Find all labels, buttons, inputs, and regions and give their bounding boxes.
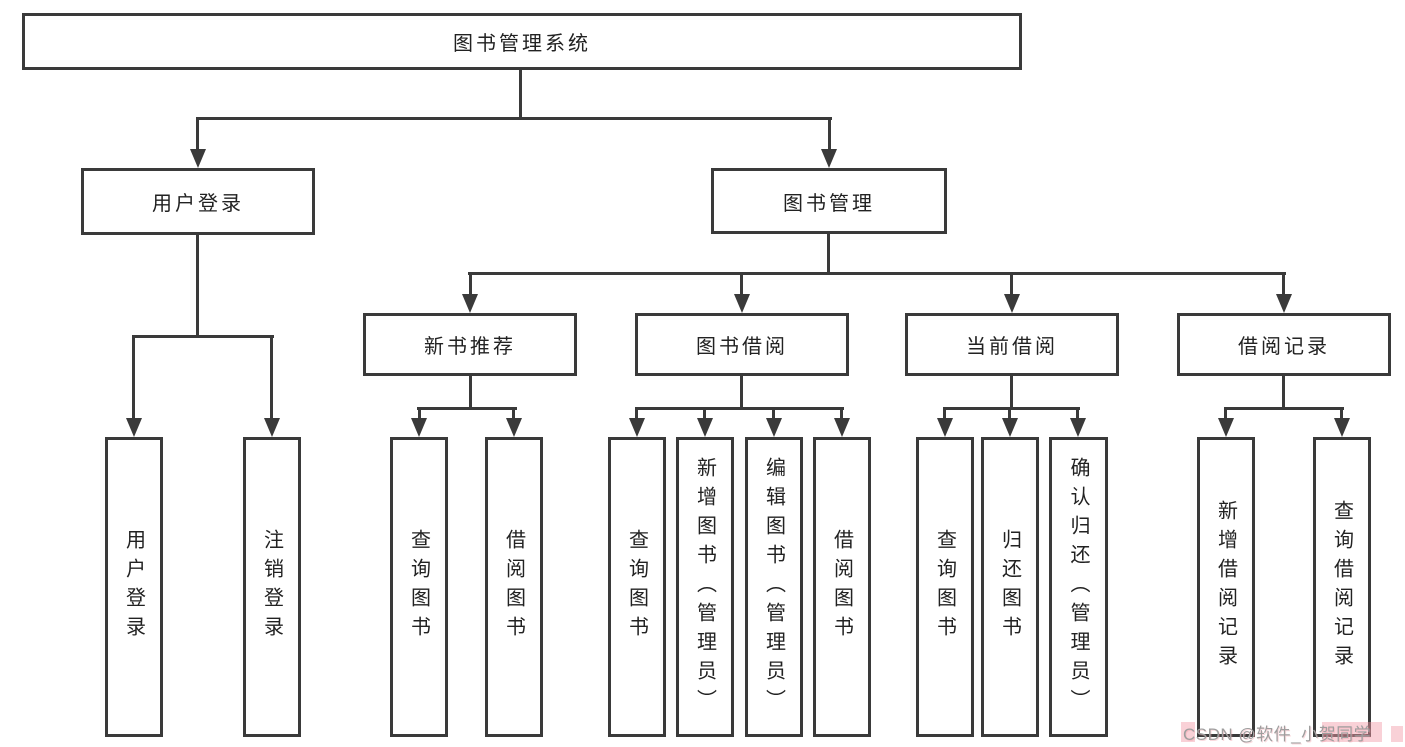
- watermark-accent: [1391, 726, 1403, 742]
- connector-bookborrow-drop1: [635, 407, 638, 421]
- arrow-down-icon: [697, 418, 713, 437]
- connector-userlogin-drop2: [270, 335, 273, 421]
- watermark-text: CSDN @软件_小贺同学: [1183, 725, 1372, 744]
- connector-userlogin-stem: [196, 234, 199, 338]
- connector-currentborrow-rail: [943, 407, 1080, 410]
- node-user-login: 用户登录: [81, 168, 315, 235]
- connector-bookmgmt-drop2: [740, 272, 743, 297]
- arrow-down-icon: [126, 418, 142, 437]
- leaf-query-book-current-label: 查询图书: [933, 529, 956, 645]
- node-root-label: 图书管理系统: [453, 33, 591, 55]
- node-current-borrow: 当前借阅: [905, 313, 1119, 376]
- arrow-down-icon: [629, 418, 645, 437]
- arrow-down-icon: [1002, 418, 1018, 437]
- node-borrow-record: 借阅记录: [1177, 313, 1391, 376]
- node-current-borrow-label: 当前借阅: [966, 336, 1058, 358]
- leaf-query-book-current: 查询图书: [916, 437, 974, 737]
- connector-bookborrow-rail: [635, 407, 844, 410]
- arrow-down-icon: [1004, 294, 1020, 313]
- leaf-borrow-book-rec: 借阅图书: [485, 437, 543, 737]
- connector-newbook-rail: [417, 407, 517, 410]
- node-book-borrow: 图书借阅: [635, 313, 849, 376]
- leaf-add-borrow-record: 新增借阅记录: [1197, 437, 1255, 737]
- leaf-add-book: 新增图书（管理员）: [676, 437, 734, 737]
- connector-borrowrecord-rail: [1224, 407, 1344, 410]
- connector-bookborrow-drop3: [772, 407, 775, 421]
- leaf-borrow-book: 借阅图书: [813, 437, 871, 737]
- connector-currentborrow-drop3: [1076, 407, 1079, 421]
- connector-newbook-stem: [469, 376, 472, 410]
- node-root: 图书管理系统: [22, 13, 1022, 70]
- connector-currentborrow-stem: [1010, 376, 1013, 410]
- connector-bookmgmt-rail: [468, 272, 1286, 275]
- connector-currentborrow-drop2: [1008, 407, 1011, 421]
- leaf-query-book-borrow: 查询图书: [608, 437, 666, 737]
- arrow-down-icon: [411, 418, 427, 437]
- node-new-book-rec: 新书推荐: [363, 313, 577, 376]
- leaf-user-login-label: 用户登录: [122, 529, 145, 645]
- leaf-borrow-book-label: 借阅图书: [830, 529, 853, 645]
- arrow-down-icon: [264, 418, 280, 437]
- connector-bookmgmt-stem: [827, 234, 830, 275]
- leaf-query-borrow-record: 查询借阅记录: [1313, 437, 1371, 737]
- arrow-down-icon: [766, 418, 782, 437]
- connector-bookborrow-stem: [740, 376, 743, 410]
- watermark-accent: [1181, 722, 1195, 742]
- arrow-down-icon: [1334, 418, 1350, 437]
- connector-borrowrecord-drop2: [1340, 407, 1343, 421]
- arrow-down-icon: [190, 149, 206, 168]
- connector-root-stem: [519, 69, 522, 120]
- connector-bookmgmt-drop3: [1010, 272, 1013, 297]
- connector-newbook-drop2: [512, 407, 515, 421]
- leaf-borrow-book-rec-label: 借阅图书: [502, 529, 525, 645]
- connector-newbook-drop1: [418, 407, 421, 421]
- connector-borrowrecord-drop1: [1224, 407, 1227, 421]
- leaf-confirm-return-label: 确认归还（管理员）: [1067, 456, 1089, 718]
- leaf-logout-label: 注销登录: [260, 529, 283, 645]
- arrow-down-icon: [506, 418, 522, 437]
- node-book-borrow-label: 图书借阅: [696, 336, 788, 358]
- connector-userlogin-rail: [132, 335, 274, 338]
- leaf-query-book-rec-label: 查询图书: [407, 529, 430, 645]
- arrow-down-icon: [821, 149, 837, 168]
- connector-bookborrow-drop4: [840, 407, 843, 421]
- connector-currentborrow-drop1: [943, 407, 946, 421]
- watermark-accent: [1322, 722, 1382, 742]
- leaf-edit-book: 编辑图书（管理员）: [745, 437, 803, 737]
- leaf-query-book-rec: 查询图书: [390, 437, 448, 737]
- connector-bookmgmt-drop1: [469, 272, 472, 297]
- node-book-mgmt: 图书管理: [711, 168, 947, 234]
- leaf-logout: 注销登录: [243, 437, 301, 737]
- connector-bookborrow-drop2: [703, 407, 706, 421]
- arrow-down-icon: [834, 418, 850, 437]
- leaf-return-book-label: 归还图书: [998, 529, 1021, 645]
- node-borrow-record-label: 借阅记录: [1238, 336, 1330, 358]
- arrow-down-icon: [734, 294, 750, 313]
- connector-bookmgmt-drop4: [1282, 272, 1285, 297]
- leaf-edit-book-label: 编辑图书（管理员）: [762, 456, 785, 718]
- arrow-down-icon: [1218, 418, 1234, 437]
- connector-borrowrecord-stem: [1282, 376, 1285, 410]
- leaf-query-book-borrow-label: 查询图书: [625, 529, 648, 645]
- arrow-down-icon: [1070, 418, 1086, 437]
- connector-userlogin-drop1: [132, 335, 135, 421]
- arrow-down-icon: [462, 294, 478, 313]
- node-book-mgmt-label: 图书管理: [783, 192, 875, 215]
- connector-root-drop-left: [196, 117, 199, 152]
- arrow-down-icon: [1276, 294, 1292, 313]
- leaf-add-borrow-record-label: 新增借阅记录: [1214, 500, 1237, 674]
- node-user-login-label: 用户登录: [152, 193, 244, 215]
- connector-root-drop-right: [828, 117, 831, 152]
- arrow-down-icon: [937, 418, 953, 437]
- leaf-add-book-label: 新增图书（管理员）: [693, 456, 716, 718]
- connector-root-rail: [196, 117, 832, 120]
- leaf-confirm-return: 确认归还（管理员）: [1049, 437, 1108, 737]
- leaf-return-book: 归还图书: [981, 437, 1039, 737]
- leaf-query-borrow-record-label: 查询借阅记录: [1330, 500, 1353, 674]
- leaf-user-login: 用户登录: [105, 437, 163, 737]
- node-new-book-rec-label: 新书推荐: [424, 336, 516, 358]
